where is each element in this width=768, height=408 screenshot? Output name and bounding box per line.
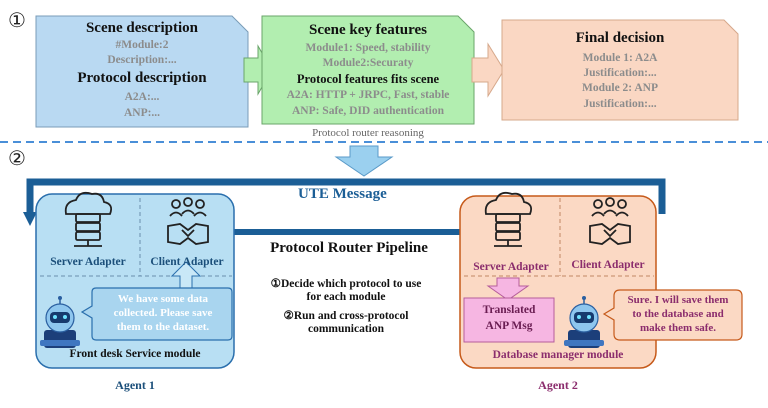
pipe-arrow-left bbox=[23, 212, 37, 226]
scene-features-title: Scene key features bbox=[308, 22, 428, 38]
feature-module2: Module2:Securaty bbox=[322, 57, 414, 69]
protocol-description-title: Protocol description bbox=[77, 70, 207, 86]
agent2-bubble-line1: Sure. I will save them bbox=[627, 294, 729, 306]
scene-description-title: Scene description bbox=[85, 20, 199, 36]
agent2-speech-bubble bbox=[602, 289, 743, 341]
agent1-label: Agent 1 bbox=[115, 378, 155, 392]
scene-features-text: Scene key features Module1: Speed, stabi… bbox=[262, 16, 474, 124]
pipeline-title: Protocol Router Pipeline bbox=[270, 240, 428, 256]
agent1-up-arrow bbox=[170, 261, 202, 291]
agent1-bubble-line1: We have some data bbox=[117, 293, 209, 305]
section-marker-two: ② bbox=[8, 148, 26, 170]
pipeline-step2-line2: communication bbox=[307, 323, 385, 335]
agent1-client-adapter-label: Client Adapter bbox=[150, 256, 224, 268]
agent1-server-adapter-label: Server Adapter bbox=[50, 256, 126, 268]
agent2-module-name: Database manager module bbox=[492, 349, 624, 361]
feature-anp: ANP: Safe, DID authentication bbox=[291, 105, 445, 117]
decision-justification2: Justification:... bbox=[583, 98, 657, 110]
feature-module1: Module1: Speed, stability bbox=[305, 42, 431, 54]
agent1-bubble-line2: collected. Please save bbox=[113, 307, 213, 319]
agent2-client-adapter-label: Client Adapter bbox=[571, 259, 645, 271]
decision-module1: Module 1: A2A bbox=[582, 52, 658, 64]
translated-msg-line2: ANP Msg bbox=[485, 320, 533, 332]
module-count: #Module:2 bbox=[115, 39, 169, 51]
pipeline-step1-line1: ①Decide which protocol to use bbox=[270, 278, 422, 290]
decision-justification1: Justification:... bbox=[583, 67, 657, 79]
handshake-group-icon bbox=[589, 197, 631, 245]
pipeline-step1-line2: for each module bbox=[306, 291, 386, 303]
final-decision-text: Final decision Module 1: A2A Justificati… bbox=[502, 20, 738, 120]
feature-a2a: A2A: HTTP + JRPC, Fast, stable bbox=[286, 89, 450, 101]
protocol-a2a-line: A2A:... bbox=[124, 91, 160, 103]
server-cloud-icon bbox=[64, 191, 113, 247]
pipeline-step2-line1: ②Run and cross-protocol bbox=[283, 310, 409, 322]
agent1-bubble-line3: them to the dataset. bbox=[116, 321, 210, 333]
final-decision-panel bbox=[501, 19, 739, 121]
agent1-module-name: Front desk Service module bbox=[69, 348, 201, 360]
protocol-fits-title: Protocol features fits scene bbox=[296, 72, 440, 86]
section-marker-one: ① bbox=[8, 10, 26, 32]
robot-icon bbox=[564, 296, 604, 348]
scene-description-text: Scene description #Module:2 Description:… bbox=[36, 16, 248, 127]
router-reasoning-caption: Protocol router reasoning bbox=[312, 127, 424, 139]
ute-message-pipe bbox=[26, 178, 666, 214]
agent2-label: Agent 2 bbox=[538, 378, 578, 392]
agent2-server-adapter-label: Server Adapter bbox=[473, 261, 549, 273]
robot-icon bbox=[40, 296, 80, 348]
agent2-bubble-line3: make them safe. bbox=[639, 322, 717, 334]
scene-description-line: Description:... bbox=[107, 54, 177, 66]
final-decision-title: Final decision bbox=[575, 30, 665, 46]
server-cloud-icon bbox=[484, 191, 533, 247]
arrow-features-to-decision bbox=[471, 42, 505, 98]
handshake-group-icon bbox=[167, 197, 209, 245]
protocol-anp-line: ANP:... bbox=[123, 107, 161, 119]
agent2-down-arrow bbox=[486, 277, 530, 301]
translated-msg-line1: Translated bbox=[482, 304, 536, 316]
agent1-speech-bubble bbox=[80, 287, 233, 341]
translated-msg-box bbox=[463, 297, 555, 343]
agent2-bubble-line2: to the database and bbox=[632, 308, 724, 320]
down-arrow bbox=[334, 145, 394, 177]
ute-message-label: UTE Message bbox=[298, 186, 387, 202]
decision-module2: Module 2: ANP bbox=[581, 82, 659, 94]
